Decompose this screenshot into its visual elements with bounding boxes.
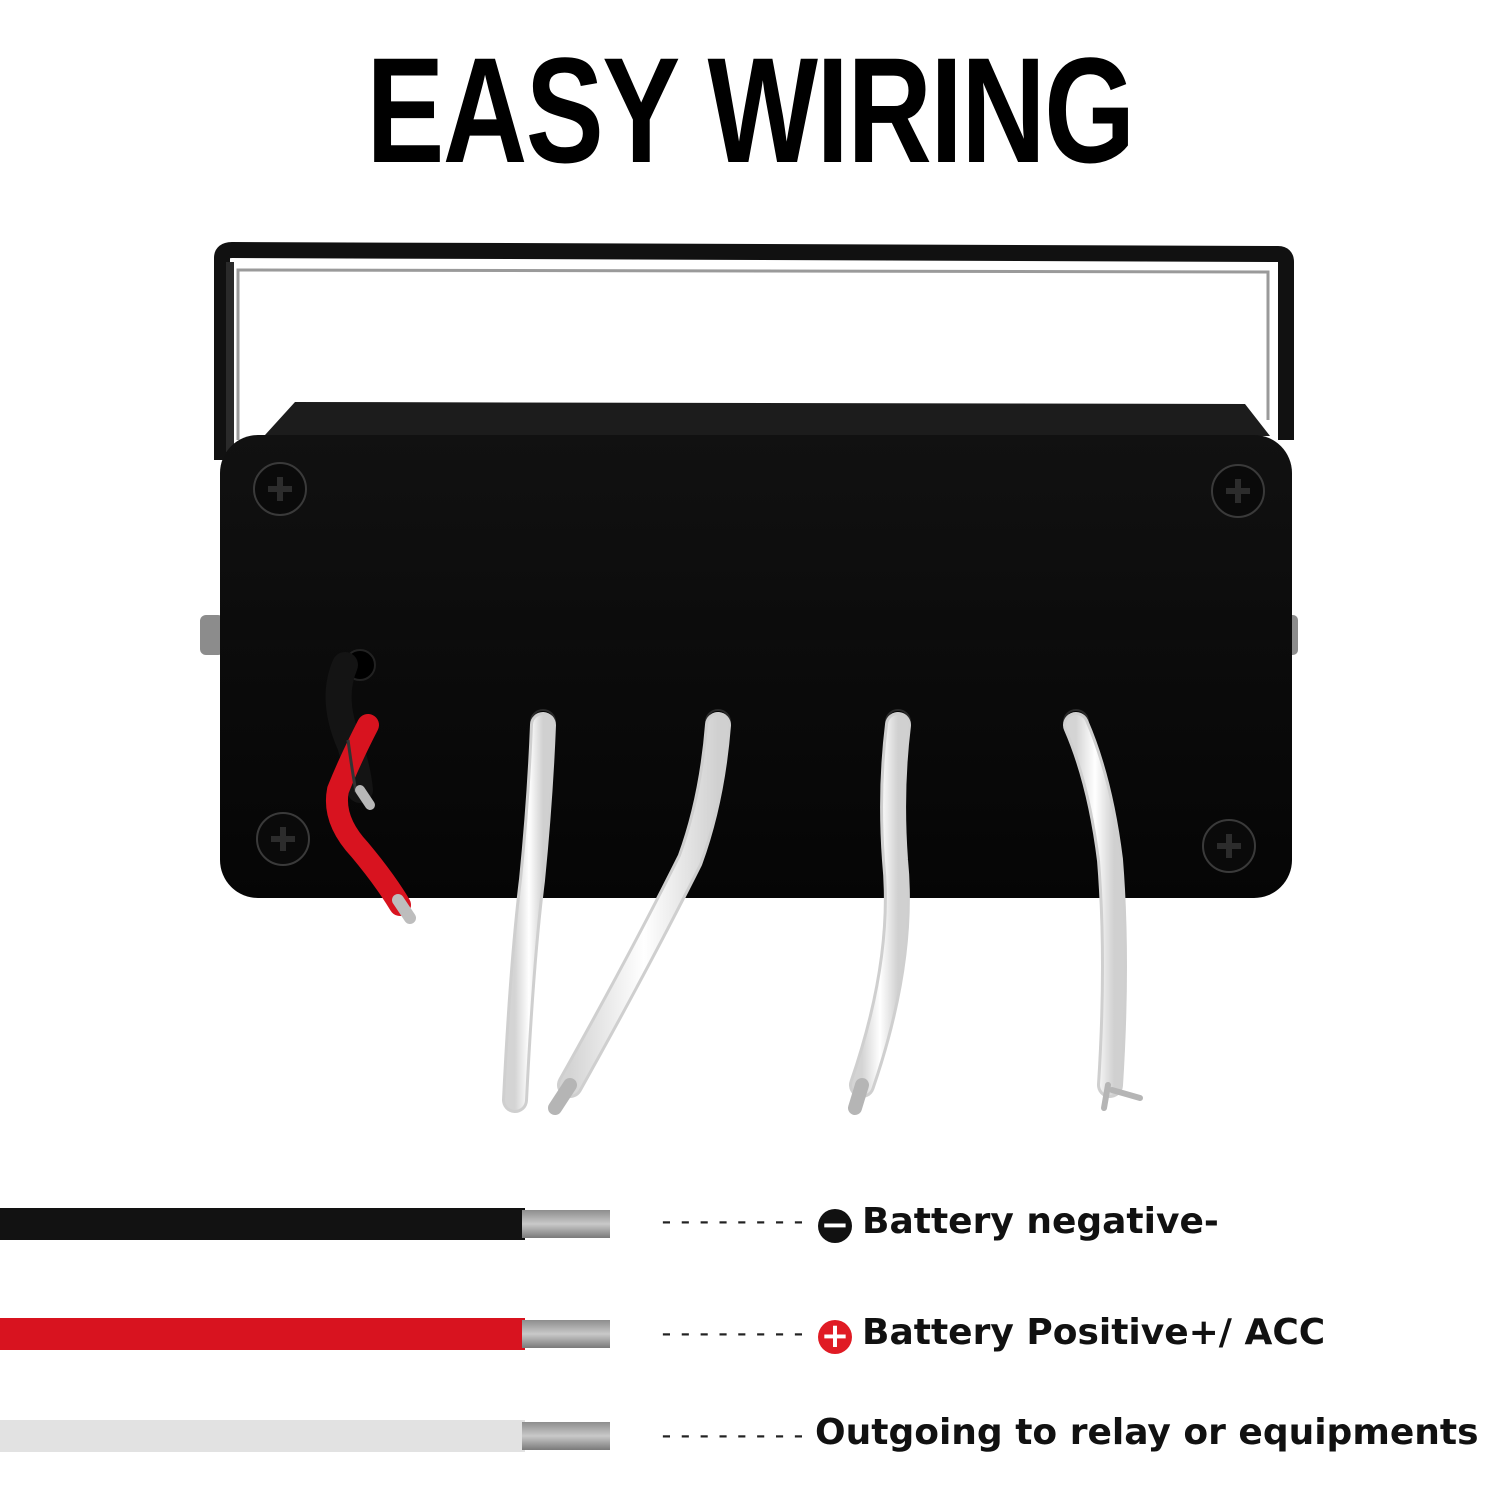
legend-label-negative: Battery negative-	[862, 1201, 1219, 1242]
white-wire-2	[548, 712, 731, 1115]
legend-connector-output: --------	[658, 1418, 809, 1451]
legend-connector-negative: --------	[658, 1204, 809, 1237]
white-wire-4	[1063, 712, 1143, 1111]
page-title: EASY WIRING	[366, 26, 1135, 194]
device-top-face	[265, 402, 1270, 436]
mounting-bracket	[214, 241, 1294, 460]
screw-bottom-right-icon	[1202, 819, 1256, 873]
legend-label-positive: Battery Positive+/ ACC	[862, 1312, 1326, 1353]
white-wire-3	[848, 712, 911, 1115]
screw-bottom-left-icon	[256, 812, 310, 866]
power-cable	[325, 652, 416, 924]
legend-label-output: Outgoing to relay or equipments	[815, 1412, 1479, 1453]
white-wire-1	[502, 712, 556, 1113]
minus-circle-icon: −	[818, 1208, 852, 1243]
legend-wire-black	[0, 1208, 610, 1240]
screw-top-right-icon	[1211, 464, 1265, 518]
legend-connector-positive: --------	[658, 1316, 809, 1349]
legend-wire-red	[0, 1318, 610, 1350]
screw-top-left-icon	[253, 462, 307, 516]
legend-wire-white	[0, 1420, 610, 1452]
side-knob-left	[200, 615, 224, 655]
device-body	[220, 435, 1292, 898]
plus-circle-icon: +	[818, 1319, 852, 1354]
